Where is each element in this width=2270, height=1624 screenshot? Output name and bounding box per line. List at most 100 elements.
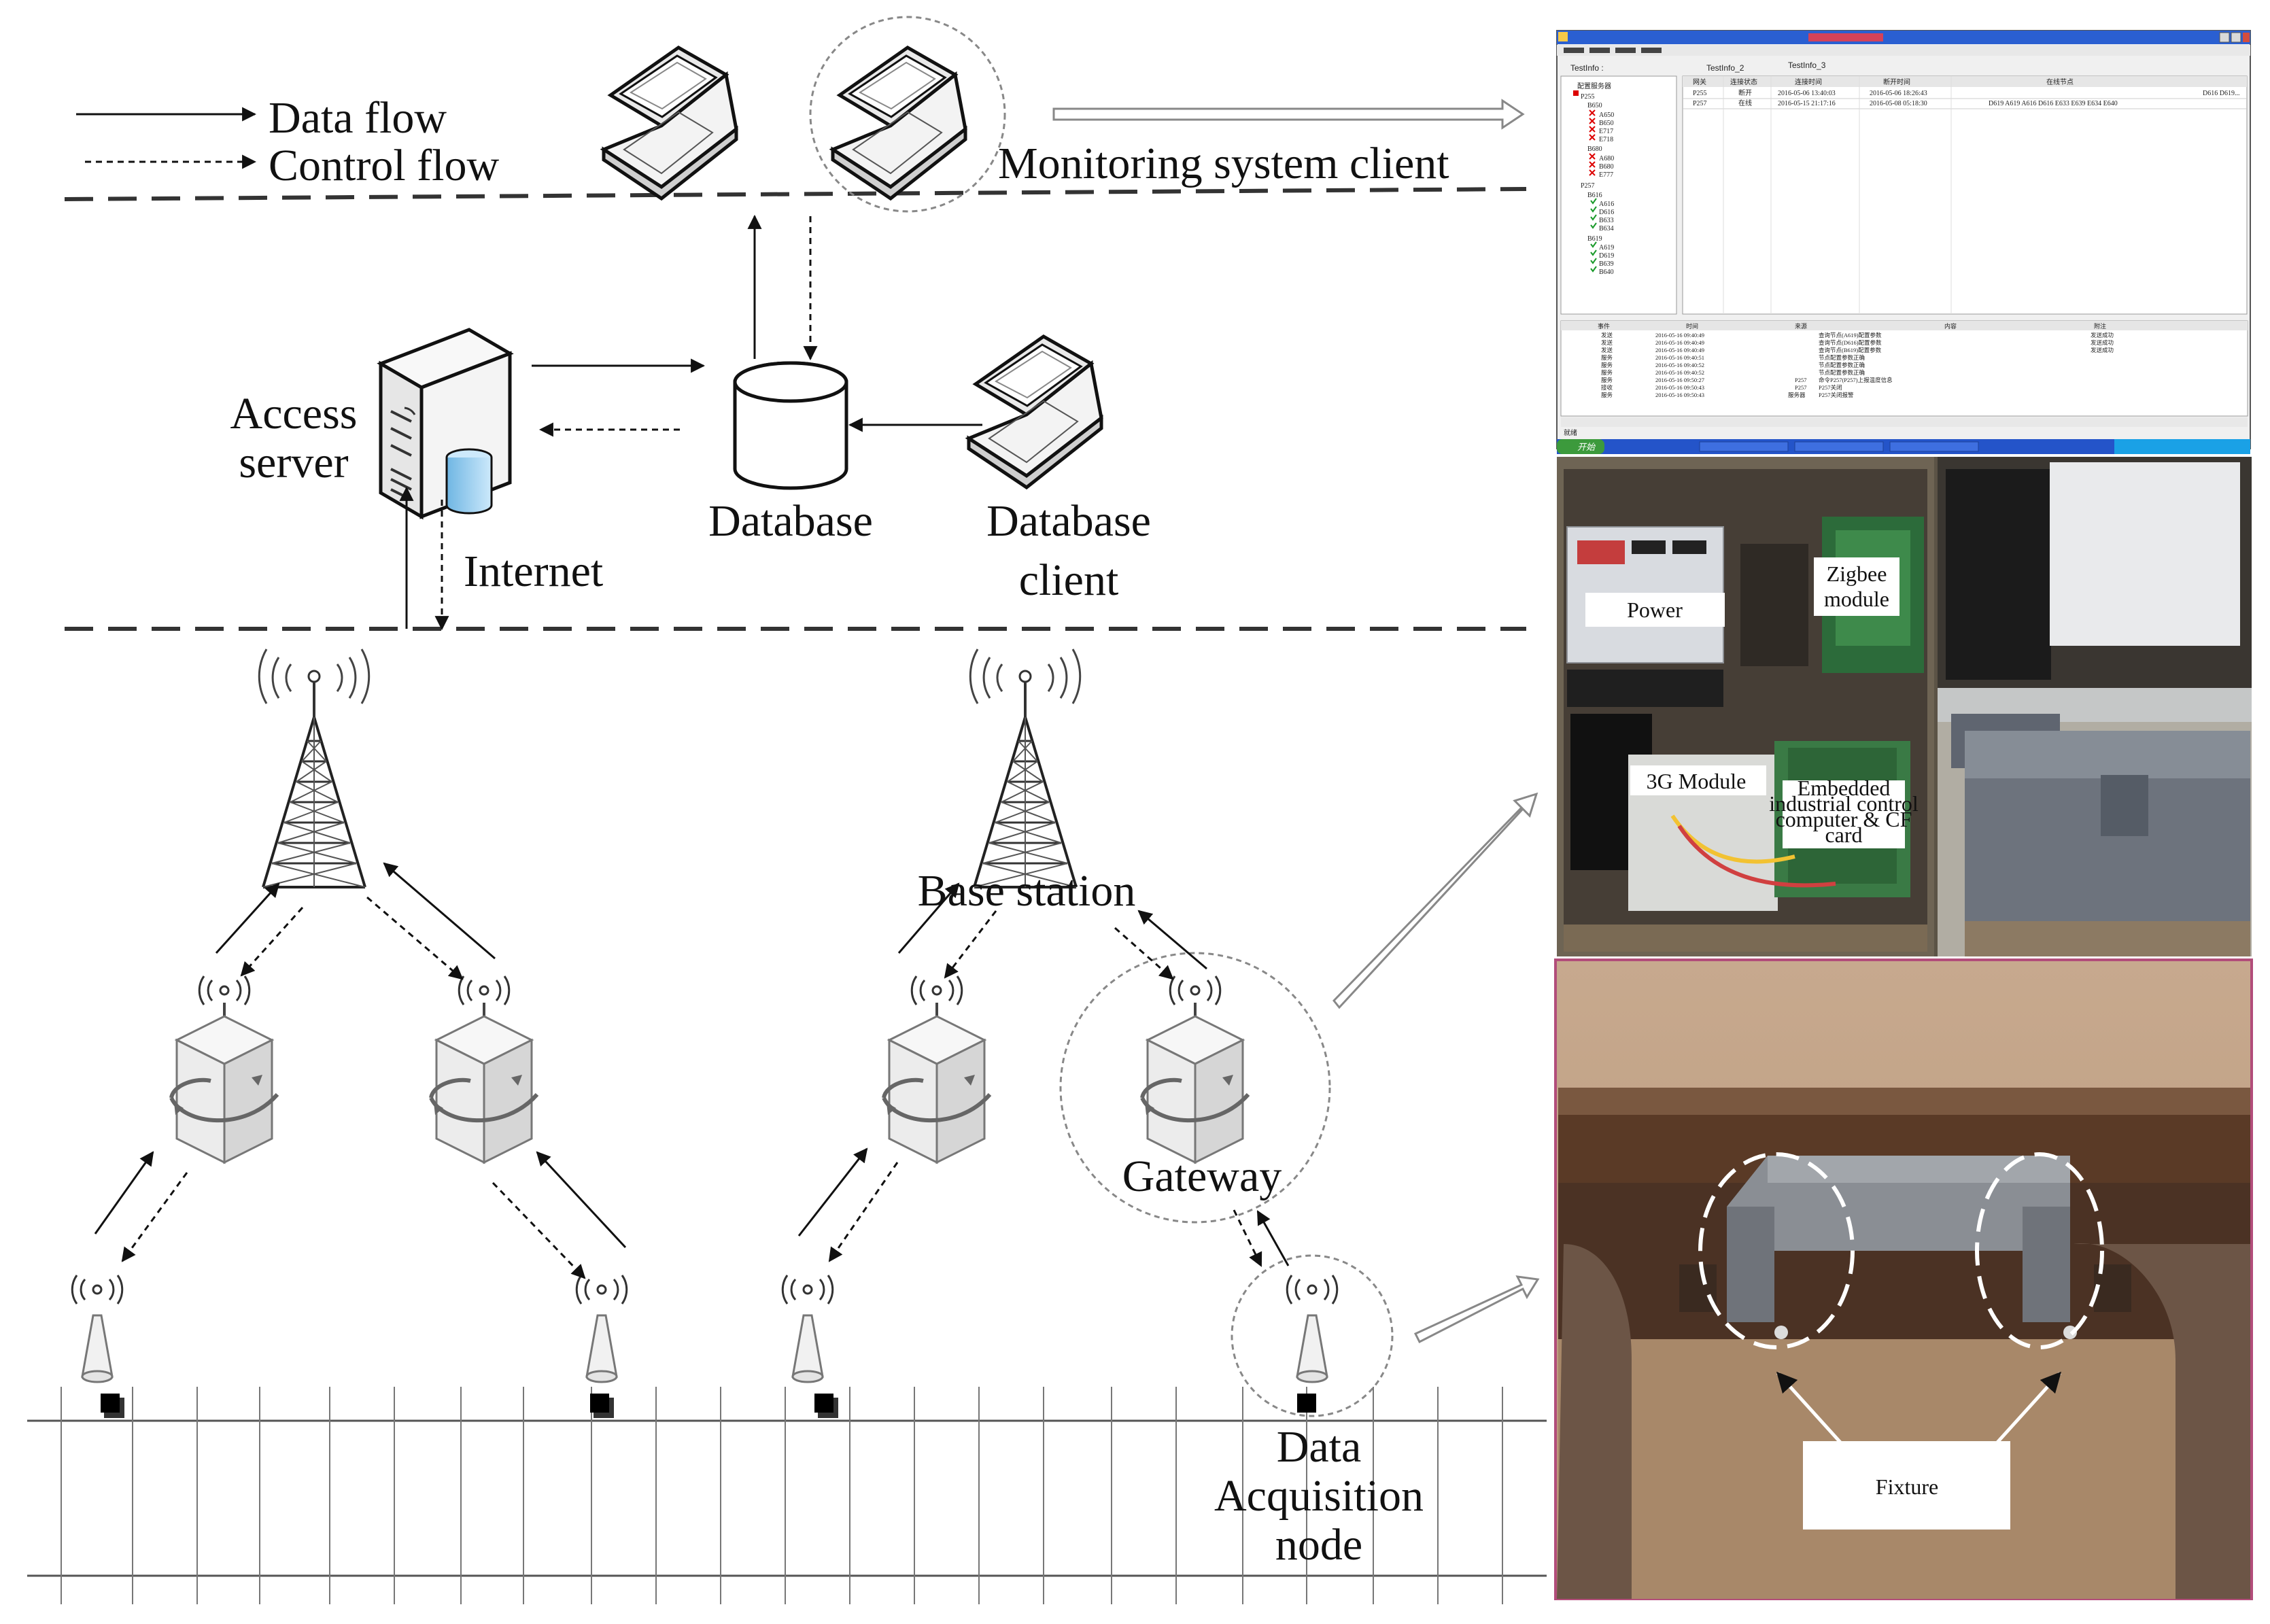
col-status: 连接状态 bbox=[1730, 77, 1757, 86]
database-label: Database bbox=[708, 496, 873, 546]
data-acq-label-3: node bbox=[1275, 1520, 1362, 1570]
log-r9-time: 2016-05-16 09:50:43 bbox=[1655, 392, 1704, 398]
log-r5-event: 服务 bbox=[1601, 362, 1613, 368]
arrow-gw3-to-s3 bbox=[828, 1162, 899, 1262]
tree-d619: D619 bbox=[1599, 252, 1614, 260]
arrow-tower1-to-gw1 bbox=[240, 906, 304, 977]
sensor-icon-2 bbox=[577, 1275, 627, 1382]
log-r1-event: 发送 bbox=[1601, 332, 1613, 339]
arrow-gw3-to-tower2 bbox=[897, 882, 960, 954]
log-r9-source: 服务器 bbox=[1788, 392, 1806, 398]
log-col-time: 时间 bbox=[1686, 322, 1698, 330]
legend: Data flow Control flow bbox=[76, 93, 499, 190]
screenshot-tab-2: TestInfo_3 bbox=[1788, 61, 1826, 70]
base-station-label: Base station bbox=[918, 866, 1136, 916]
col-disconnect-time: 断开时间 bbox=[1883, 77, 1910, 86]
row2-status: 在线 bbox=[1738, 99, 1752, 107]
log-r2-event: 发送 bbox=[1601, 339, 1613, 346]
arrow-gw2-to-tower1 bbox=[383, 862, 496, 960]
row2-disconnect: 2016-05-08 05:18:30 bbox=[1870, 100, 1927, 107]
fixture-photo: Fixture bbox=[1554, 958, 2253, 1600]
access-server-label-1: Access bbox=[230, 389, 358, 438]
log-r1-note: 发送成功 bbox=[2091, 332, 2114, 339]
embedded-label-2: industrial control bbox=[1769, 791, 1919, 816]
access-server-label-2: server bbox=[239, 438, 348, 487]
tree-b680: B680 bbox=[1587, 145, 1602, 153]
log-r3-event: 发送 bbox=[1601, 347, 1613, 353]
arrow-tower2-to-gw4 bbox=[1114, 927, 1174, 980]
gateway-box-icon-3 bbox=[884, 976, 990, 1162]
zigbee-label-2: module bbox=[1824, 587, 1889, 611]
database-client-label-1: Database bbox=[986, 496, 1151, 546]
log-r4-content: 节点配置参数正确 bbox=[1819, 354, 1865, 361]
log-col-event: 事件 bbox=[1598, 322, 1610, 330]
sensor-icon-1 bbox=[72, 1275, 122, 1382]
data-acq-label-2: Acquisition bbox=[1214, 1471, 1424, 1521]
separator-top bbox=[64, 187, 1527, 201]
log-r8-content: P257关闭 bbox=[1819, 384, 1842, 391]
tree-b640: B640 bbox=[1599, 269, 1614, 276]
log-r4-event: 服务 bbox=[1601, 354, 1613, 361]
log-r6-event: 服务 bbox=[1601, 369, 1613, 376]
tree-b634: B634 bbox=[1599, 225, 1614, 232]
tree-a680: A680 bbox=[1599, 155, 1614, 162]
log-r4-time: 2016-05-16 09:40:51 bbox=[1655, 354, 1704, 361]
col-connect-time: 连接时间 bbox=[1795, 77, 1822, 86]
data-acq-label-1: Data bbox=[1277, 1422, 1362, 1472]
log-r2-time: 2016-05-16 09:40:49 bbox=[1655, 339, 1704, 346]
log-r7-event: 服务 bbox=[1601, 377, 1613, 383]
monitoring-client-circle bbox=[809, 16, 1006, 213]
log-r1-content: 查询节点(A619)配置参数 bbox=[1819, 332, 1882, 339]
tree-a619: A619 bbox=[1599, 244, 1614, 252]
log-r2-content: 查询节点(D616)配置参数 bbox=[1819, 339, 1882, 346]
embedded-label-1: Embedded bbox=[1798, 776, 1891, 800]
arrow-gw2-to-s2 bbox=[492, 1181, 586, 1279]
internet-label: Internet bbox=[464, 547, 603, 596]
log-r8-source: P257 bbox=[1795, 384, 1806, 391]
tree-e718: E718 bbox=[1599, 136, 1613, 143]
tree-a616: A616 bbox=[1599, 201, 1614, 208]
screenshot-tab-1: TestInfo_2 bbox=[1706, 63, 1744, 73]
monitoring-laptop-icon-2 bbox=[833, 48, 965, 198]
log-col-content: 内容 bbox=[1944, 322, 1957, 330]
gateway-highlight-circle bbox=[1059, 952, 1331, 1224]
access-server-icon bbox=[377, 328, 514, 520]
gateway-box-icon-2 bbox=[431, 976, 537, 1162]
log-r6-content: 节点配置参数正确 bbox=[1819, 369, 1865, 376]
arrow-s4-to-gw4 bbox=[1256, 1210, 1290, 1266]
acquisition-node-circle bbox=[1231, 1254, 1394, 1417]
gateway-hardware-photo: Power Zigbee module 3G Module Embedded i… bbox=[1557, 457, 2252, 956]
tree-p257: P257 bbox=[1581, 182, 1595, 190]
zigbee-label-1: Zigbee bbox=[1827, 562, 1887, 586]
arrow-to-fixture-photo bbox=[1413, 1275, 1540, 1344]
module-3g-label: 3G Module bbox=[1647, 769, 1747, 793]
log-col-source: 来源 bbox=[1795, 323, 1807, 330]
log-r8-event: 接收 bbox=[1601, 384, 1613, 391]
gateway-box-icon-4 bbox=[1142, 976, 1248, 1162]
sensor-icon-3 bbox=[783, 1275, 833, 1382]
monitoring-laptop-icon bbox=[604, 48, 736, 198]
log-r9-event: 服务 bbox=[1601, 392, 1613, 398]
embedded-label-4: card bbox=[1825, 823, 1862, 847]
tree-root: 配置服务器 bbox=[1577, 82, 1611, 90]
tree-a650: A650 bbox=[1599, 111, 1614, 119]
base-station-tower-icon-1 bbox=[258, 648, 371, 888]
tree-b680b: B680 bbox=[1599, 163, 1614, 171]
rail-track bbox=[27, 1387, 1547, 1604]
tree-b619: B619 bbox=[1587, 235, 1602, 243]
log-r2-note: 发送成功 bbox=[2091, 339, 2114, 346]
row1-nodes: D616 D619... bbox=[2203, 90, 2239, 97]
power-label: Power bbox=[1627, 598, 1683, 622]
monitoring-client-label: Monitoring system client bbox=[998, 139, 1449, 188]
tree-b650b: B650 bbox=[1599, 120, 1614, 127]
arrow-s3-to-gw3 bbox=[797, 1147, 868, 1237]
start-button-label: 开始 bbox=[1577, 442, 1596, 452]
tree-b616: B616 bbox=[1587, 192, 1602, 199]
gateway-label: Gateway bbox=[1122, 1152, 1282, 1201]
log-r6-time: 2016-05-16 09:40:52 bbox=[1655, 369, 1704, 376]
log-r7-source: P257 bbox=[1795, 377, 1806, 383]
row1-disconnect: 2016-05-06 18:26:43 bbox=[1870, 90, 1927, 97]
arrow-tower1-to-gw2 bbox=[366, 896, 464, 980]
embedded-label-3: computer & CF bbox=[1776, 807, 1912, 831]
